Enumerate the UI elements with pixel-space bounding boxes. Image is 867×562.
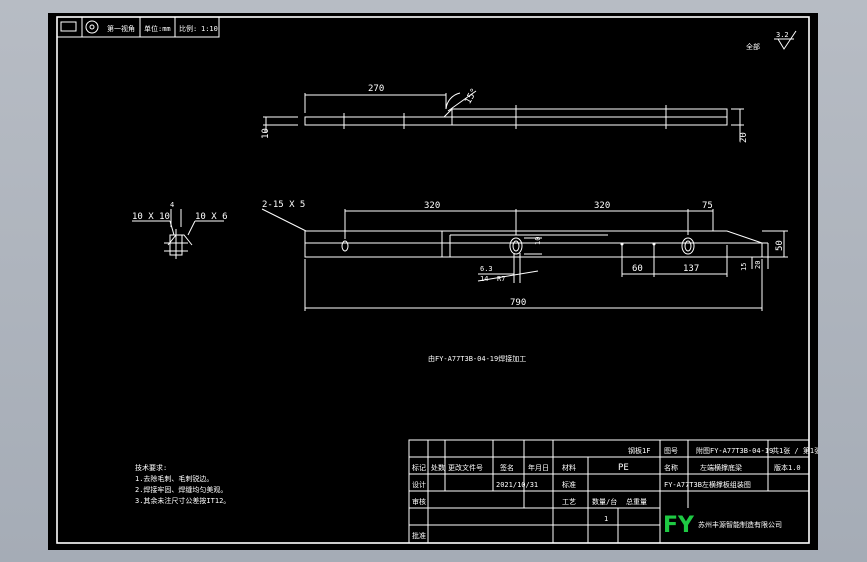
material-value: 钢板1F: [628, 446, 650, 455]
part-name: 左端横撑底梁: [700, 463, 742, 472]
drawing-no-label: 图号: [664, 447, 678, 455]
side-view: 4 10 X 10 10 X 6: [132, 201, 228, 259]
assembly-label: FY-A77T3B左横撑板组装图: [664, 480, 751, 489]
scale-label: 比例:: [179, 24, 197, 33]
side-tab-dim: 4: [170, 201, 174, 209]
design-label: 设计: [412, 480, 426, 489]
tech-notes-title: 技术要求:: [135, 463, 167, 472]
version: 版本1.0: [774, 463, 801, 472]
dim-chamfer: 2-15 X 5: [262, 200, 305, 210]
dim-seg2: 320: [594, 201, 610, 211]
date-value: 2021/10/31: [496, 481, 538, 489]
scale-value: 1:10: [201, 25, 218, 33]
dim-off-60: 60: [632, 264, 643, 274]
tech-note-1: 1.去除毛刺、毛刺锐边。: [135, 474, 213, 483]
craft-label: 工艺: [562, 498, 576, 506]
standard-label: 标准: [562, 480, 576, 489]
drawing-no: 附图FY-A77T3B-04-19: [696, 446, 773, 455]
approve-label: 批准: [412, 531, 426, 540]
dim-seg1: 320: [424, 201, 440, 211]
roughness-symbol: 全部 3.2: [746, 30, 797, 51]
projection-icon: [60, 21, 77, 32]
dim-top-thickness: 10: [261, 128, 271, 139]
name-label: 名称: [664, 463, 678, 472]
qty-value: 1: [604, 515, 608, 523]
count-label: 处数: [431, 463, 445, 472]
side-right-dim: 10 X 6: [195, 212, 228, 222]
front-view: 2-15 X 5 320 320 75 10 50: [261, 200, 788, 311]
dim-slot-r: R7: [497, 275, 505, 283]
roughness-value: 3.2: [776, 31, 789, 39]
dim-hole-w: 10: [534, 237, 542, 245]
finish-label: 材料: [562, 463, 576, 472]
company-logo: FY: [663, 513, 695, 538]
marks-label: 标记: [412, 463, 426, 472]
dim-height-b: 20: [754, 261, 762, 269]
dim-off-137: 137: [683, 264, 699, 274]
view-label: 第一视角: [107, 24, 135, 33]
top-view: 270 15° 10 20: [261, 84, 749, 143]
sign-label: 签名: [500, 463, 514, 472]
dim-seg3: 75: [702, 201, 713, 211]
dim-top-length: 270: [368, 84, 384, 94]
roughness-prefix: 全部: [746, 42, 760, 51]
unit-label: 单位:mm: [144, 24, 171, 33]
tech-notes: 技术要求: 1.去除毛刺、毛刺锐边。 2.焊接牢固、焊缝均匀美观。 3.其余未注…: [135, 463, 230, 505]
date-label: 年月日: [528, 463, 549, 472]
dim-height-c: 15: [740, 263, 748, 271]
part-note: 由FY-A77T3B-04-19焊接加工: [428, 354, 526, 363]
dim-top-angle: 15°: [463, 87, 480, 106]
dim-slot-14: 14: [480, 275, 488, 283]
dim-total-length: 790: [510, 298, 526, 308]
first-angle-icon: [85, 20, 99, 34]
drawing-sheet: 第一视角 单位:mm 比例: 1:10 全部 3.2 270 15° 10: [48, 13, 818, 550]
header-block: 第一视角 单位:mm 比例: 1:10: [56, 16, 220, 38]
dim-height-total: 50: [775, 240, 785, 251]
change-label: 更改文件号: [448, 463, 483, 472]
weight-label: 总重量: [626, 497, 647, 506]
sheet-info: 共1张 / 第1张: [772, 446, 818, 455]
tech-note-3: 3.其余未注尺寸公差按IT12。: [135, 496, 230, 505]
qty-label: 数量/台: [592, 497, 617, 506]
review-label: 审核: [412, 497, 426, 506]
company-name: 苏州丰源智能制造有限公司: [698, 520, 782, 529]
dim-top-end-height: 20: [739, 132, 749, 143]
finish-value: PE: [618, 463, 629, 473]
dim-slot-63: 6.3: [480, 265, 493, 273]
title-block: 钢板1F 图号 附图FY-A77T3B-04-19 共1张 / 第1张 标记 处…: [408, 439, 818, 544]
side-left-dim: 10 X 10: [132, 212, 170, 222]
tech-note-2: 2.焊接牢固、焊缝均匀美观。: [135, 485, 227, 494]
cad-drawing: 第一视角 单位:mm 比例: 1:10 全部 3.2 270 15° 10: [56, 16, 818, 544]
